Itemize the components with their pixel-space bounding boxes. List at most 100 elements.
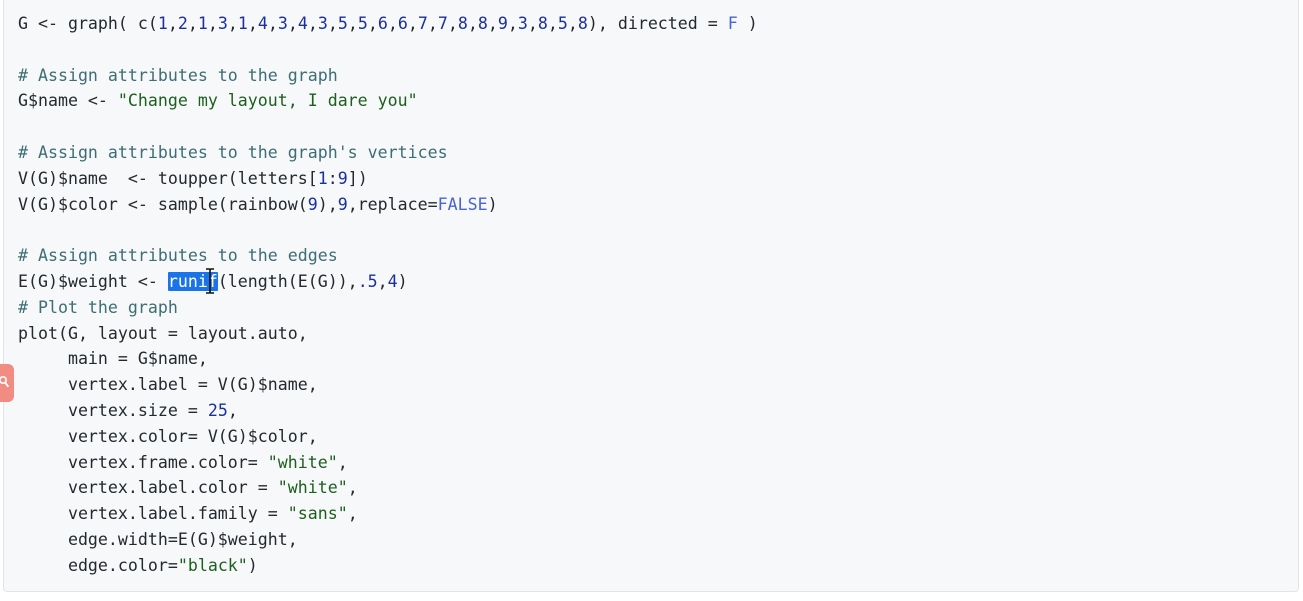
code-line: E(G)$weight <- runif(length(E(G)),.5,4) <box>18 269 758 295</box>
code-text: , <box>337 452 348 472</box>
code-text: V(G)$name <- toupper(letters[ <box>18 168 318 188</box>
code-number: 1 <box>237 14 248 33</box>
code-text: ,replace= <box>347 194 438 214</box>
code-number: 5 <box>557 14 568 33</box>
code-text: : <box>327 168 338 188</box>
code-number: 1 <box>157 14 168 33</box>
code-string: "Change my layout, I dare you" <box>117 91 418 111</box>
code-text: , <box>387 14 398 33</box>
code-number: 6 <box>397 14 408 33</box>
code-text: vertex.frame.color= <box>18 452 268 472</box>
code-number: 8 <box>477 14 488 33</box>
code-text: vertex.label = V(G)$name, <box>18 375 318 395</box>
code-comment: # Plot the graph <box>18 297 178 317</box>
code-line: vertex.label = V(G)$name, <box>18 372 758 398</box>
code-text: ) <box>737 14 758 33</box>
code-number: 4 <box>297 14 308 33</box>
code-line: main = G$name, <box>18 346 758 372</box>
code-text: , <box>187 14 198 33</box>
code-text: , <box>407 14 418 33</box>
code-text: , <box>467 14 478 33</box>
code-line: vertex.frame.color= "white", <box>18 450 758 476</box>
code-text: ]) <box>347 168 368 188</box>
code-string: "sans" <box>287 504 348 524</box>
code-comment: # Assign attributes to the edges <box>18 246 338 266</box>
code-text: plot(G, layout = layout.auto, <box>18 323 308 343</box>
code-text: , <box>367 14 378 33</box>
code-number: 1 <box>197 14 208 33</box>
code-number: 5 <box>337 14 348 33</box>
code-text: , <box>207 14 218 33</box>
code-string: "white" <box>277 478 348 498</box>
code-text: edge.width=E(G)$weight, <box>18 529 298 549</box>
code-number: 4 <box>387 271 398 291</box>
code-line: vertex.label.color = "white", <box>18 475 758 501</box>
code-block[interactable]: G <- graph( c(1,2,1,3,1,4,3,4,3,5,5,6,6,… <box>18 11 758 579</box>
code-text: ) <box>397 271 408 291</box>
side-panel-tab[interactable] <box>0 364 14 402</box>
code-text: , <box>307 14 318 33</box>
code-line: V(G)$name <- toupper(letters[1:9]) <box>18 166 758 192</box>
code-text: (length(E(G)), <box>217 271 358 291</box>
code-number: 3 <box>277 14 288 33</box>
code-line: # Plot the graph <box>18 295 758 321</box>
code-text: , <box>567 14 578 33</box>
code-text: , <box>327 14 338 33</box>
code-text: , <box>167 14 178 33</box>
code-text: E(G)$weight <- <box>18 271 168 291</box>
code-text: , <box>267 14 278 33</box>
code-line: # Assign attributes to the edges <box>18 243 758 269</box>
code-text: , <box>507 14 518 33</box>
code-text: ), directed = <box>587 14 728 33</box>
code-line: vertex.label.family = "sans", <box>18 501 758 527</box>
code-line: ​ <box>18 217 758 243</box>
code-string: "white" <box>267 452 338 472</box>
code-number: 25 <box>207 400 228 420</box>
code-line: vertex.size = 25, <box>18 398 758 424</box>
code-line: G <- graph( c(1,2,1,3,1,4,3,4,3,5,5,6,6,… <box>18 11 758 37</box>
code-number: 9 <box>337 194 348 214</box>
code-number: 4 <box>257 14 268 33</box>
code-number: 1 <box>317 168 328 188</box>
code-comment: # Assign attributes to the graph <box>18 65 338 85</box>
code-text: vertex.label.family = <box>18 504 288 524</box>
code-text: main = G$name, <box>18 349 208 369</box>
code-number: 3 <box>517 14 528 33</box>
code-number: 5 <box>357 14 368 33</box>
text-ibeam-cursor-icon <box>206 268 214 294</box>
code-comment: # Assign attributes to the graph's verti… <box>18 142 448 162</box>
code-line: # Assign attributes to the graph <box>18 63 758 89</box>
code-text: G <- graph( c( <box>18 14 158 33</box>
code-keyword: FALSE <box>437 194 488 214</box>
code-number: 3 <box>217 14 228 33</box>
code-line: G$name <- "Change my layout, I dare you" <box>18 88 758 114</box>
code-line: edge.width=E(G)$weight, <box>18 527 758 553</box>
code-number: 6 <box>377 14 388 33</box>
code-text: edge.color= <box>18 555 178 575</box>
code-number: 8 <box>577 14 588 33</box>
code-text: , <box>347 478 358 498</box>
code-panel: G <- graph( c(1,2,1,3,1,4,3,4,3,5,5,6,6,… <box>3 0 1299 592</box>
code-number: .5 <box>357 271 378 291</box>
code-text: , <box>247 14 258 33</box>
code-text: vertex.label.color = <box>18 478 278 498</box>
code-number: 8 <box>457 14 468 33</box>
code-text: , <box>547 14 558 33</box>
code-text: , <box>447 14 458 33</box>
search-icon <box>0 376 10 388</box>
code-text: , <box>377 271 388 291</box>
code-line: plot(G, layout = layout.auto, <box>18 321 758 347</box>
code-string: "black" <box>177 555 248 575</box>
code-text: ) <box>487 194 498 214</box>
code-number: 7 <box>417 14 428 33</box>
code-text: G$name <- <box>18 91 118 111</box>
code-number: 8 <box>537 14 548 33</box>
code-number: 3 <box>317 14 328 33</box>
code-line: # Assign attributes to the graph's verti… <box>18 140 758 166</box>
code-text: , <box>227 400 238 420</box>
code-text: , <box>427 14 438 33</box>
selected-text: runif <box>167 271 218 291</box>
code-line: ​ <box>18 114 758 140</box>
code-line: V(G)$color <- sample(rainbow(9),9,replac… <box>18 192 758 218</box>
code-text: , <box>347 14 358 33</box>
